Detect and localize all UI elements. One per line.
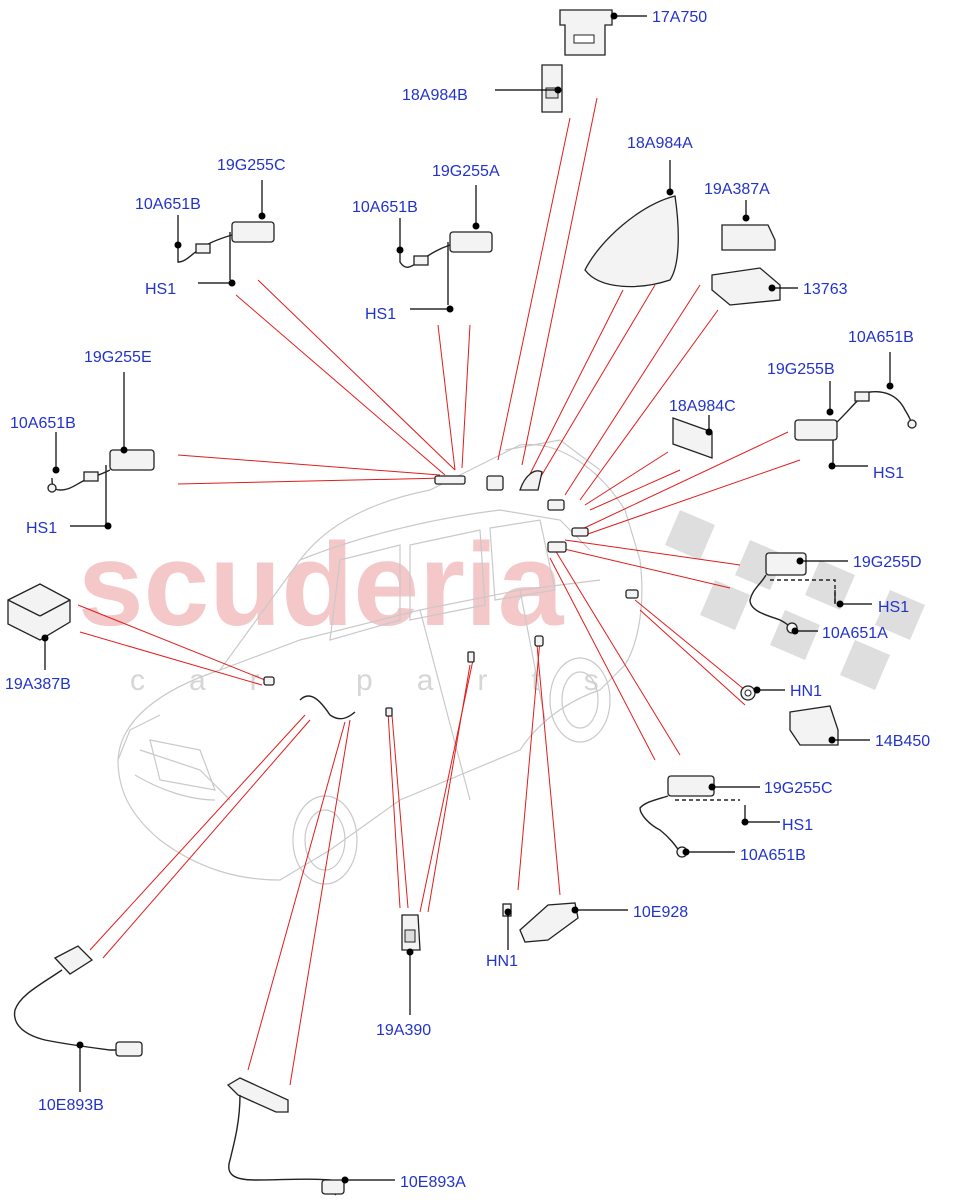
cable-antenna-10E893B [13, 945, 143, 1092]
callout-19A387B: 19A387B [5, 676, 71, 693]
callout-10E893B: 10E893B [38, 1097, 104, 1114]
callout-18A984A: 18A984A [627, 135, 693, 152]
bracket-13763 [711, 267, 798, 306]
callout-HN1-right: HN1 [790, 683, 822, 700]
callout-10A651B-right-bottom: 10A651B [740, 847, 806, 864]
callout-18A984B: 18A984B [402, 87, 468, 104]
callout-10A651B-right: 10A651B [848, 329, 914, 346]
callout-10A651B-top-left: 10A651B [135, 196, 201, 213]
amplifier-cluster-bottom-right [639, 775, 780, 858]
leader-lines [77, 97, 801, 1086]
cover-18A984B [495, 64, 563, 113]
callout-HS1-top-left: HS1 [145, 281, 176, 298]
cable-antenna-10E893A [226, 1077, 395, 1196]
callout-19G255A: 19G255A [432, 163, 500, 180]
antenna-10E928 [502, 902, 628, 950]
shark-fin-antenna-18A984A [584, 160, 679, 288]
callout-HS1-top-middle: HS1 [365, 306, 396, 323]
callout-10E893A: 10E893A [400, 1174, 466, 1191]
watermark-brand: scuderia [78, 519, 565, 651]
callout-19G255E: 19G255E [84, 349, 152, 366]
callout-HS1-right-middle: HS1 [878, 599, 909, 616]
antenna-19A390 [401, 914, 421, 1015]
module-14B450 [740, 685, 870, 746]
callout-10E928: 10E928 [633, 904, 688, 921]
watermark: scuderia car parts [78, 510, 925, 697]
roof-components [263, 470, 639, 720]
cover-18A984C [672, 415, 713, 459]
callout-19G255C-top: 19G255C [217, 157, 286, 174]
amplifier-cluster-right [794, 352, 917, 470]
callout-19A387A: 19A387A [704, 181, 770, 198]
callout-19A390: 19A390 [376, 1022, 431, 1039]
callout-19G255C-bottom: 19G255C [764, 780, 833, 797]
callout-19G255B: 19G255B [767, 361, 835, 378]
callout-HS1-right: HS1 [873, 465, 904, 482]
module-19A387B [7, 583, 71, 670]
callout-13763: 13763 [803, 281, 848, 298]
callout-14B450: 14B450 [875, 733, 930, 750]
callout-HN1-bottom: HN1 [486, 953, 518, 970]
callout-HS1-left: HS1 [26, 520, 57, 537]
vehicle-outline [117, 439, 643, 885]
callout-10A651B-top-middle: 10A651B [352, 199, 418, 216]
callout-17A750: 17A750 [652, 9, 707, 26]
amplifier-cluster-left [47, 372, 155, 530]
amplifier-cluster-top-left [174, 180, 275, 287]
amplifier-cluster-top-middle [396, 185, 493, 313]
callout-18A984C: 18A984C [669, 398, 736, 415]
callout-10A651B-left: 10A651B [10, 415, 76, 432]
callout-10A651A: 10A651A [822, 625, 888, 642]
bracket-17A750 [559, 9, 647, 56]
module-19A387A [721, 200, 776, 251]
amplifier-cluster-right-middle [749, 552, 872, 635]
callout-19G255D: 19G255D [853, 554, 922, 571]
callout-HS1-right-bottom: HS1 [782, 817, 813, 834]
